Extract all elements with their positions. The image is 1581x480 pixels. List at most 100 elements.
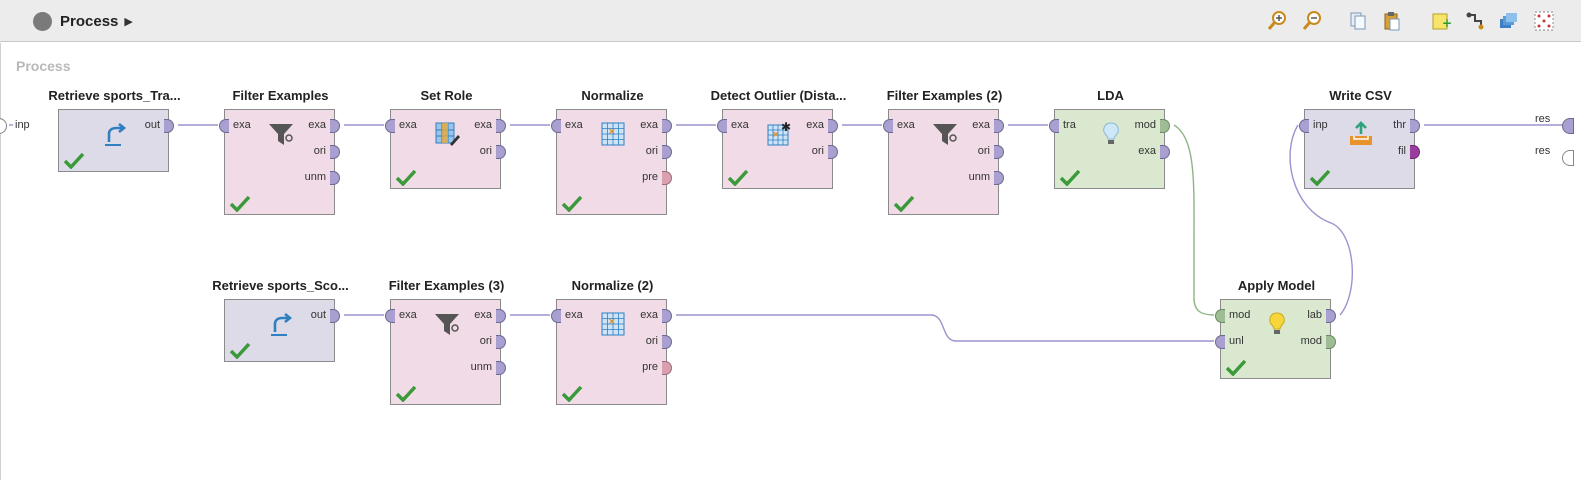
operator-detect-outlier[interactable]: Detect Outlier (Dista... ×✱ exa exa ori — [711, 88, 846, 189]
add-note-icon[interactable]: + — [1430, 10, 1452, 32]
port-label: tra — [1063, 119, 1076, 131]
operator-filter-examples-2[interactable]: Filter Examples (2) exa exa ori unm — [883, 88, 1004, 215]
process-icon — [33, 11, 52, 31]
svg-text:+: + — [1442, 16, 1452, 30]
breadcrumb-process[interactable]: Process ▶ — [33, 10, 133, 32]
zoom-in-icon[interactable] — [1266, 10, 1288, 32]
port-label: exa — [640, 119, 658, 131]
auto-wire-icon[interactable] — [1465, 10, 1487, 32]
port-label: exa — [565, 309, 583, 321]
port-label: exa — [806, 119, 824, 131]
port-out[interactable] — [496, 361, 506, 375]
port-out[interactable] — [164, 119, 174, 133]
port-label: exa — [1138, 145, 1156, 157]
port-label: inp — [1313, 119, 1328, 131]
port-label: pre — [642, 171, 658, 183]
process-canvas[interactable]: Process inp res res Retrieve sports_Tra.… — [0, 43, 1581, 480]
operator-title: Normalize — [581, 88, 644, 103]
wire-lda-applymodel[interactable] — [1173, 124, 1215, 316]
svg-text:×: × — [772, 130, 780, 140]
port-in[interactable] — [1215, 335, 1225, 349]
port-label: exa — [897, 119, 915, 131]
port-out[interactable] — [496, 119, 506, 133]
operator-title: Detect Outlier (Dista... — [710, 88, 847, 103]
layers-icon[interactable] — [1497, 10, 1519, 32]
result-port-1[interactable] — [1562, 118, 1574, 134]
port-out[interactable] — [994, 145, 1004, 159]
check-icon — [395, 385, 417, 402]
port-in[interactable] — [1215, 309, 1225, 323]
check-icon — [561, 385, 583, 402]
port-out[interactable] — [496, 335, 506, 349]
operator-write-csv[interactable]: Write CSV inp thr fil — [1299, 88, 1420, 189]
operator-title: Filter Examples (3) — [388, 278, 505, 293]
write-file-icon — [1350, 121, 1372, 145]
port-out[interactable] — [994, 171, 1004, 185]
port-out[interactable] — [828, 145, 838, 159]
port-label: exa — [474, 309, 492, 321]
port-in[interactable] — [385, 309, 395, 323]
port-out[interactable] — [330, 145, 340, 159]
port-in[interactable] — [551, 309, 561, 323]
port-out[interactable] — [496, 145, 506, 159]
port-out[interactable] — [1160, 119, 1170, 133]
operator-retrieve-score[interactable]: Retrieve sports_Sco... out — [212, 278, 349, 362]
port-out[interactable] — [1410, 119, 1420, 133]
port-label: out — [144, 119, 160, 131]
operator-filter-examples[interactable]: Filter Examples exa exa ori unm — [219, 88, 340, 215]
port-label: ori — [479, 145, 492, 157]
operator-normalize[interactable]: Normalize × exa exa ori pre — [551, 88, 672, 215]
fit-grid-icon[interactable] — [1533, 10, 1555, 32]
wire-normalize2-applymodel[interactable] — [676, 314, 1214, 342]
port-in[interactable] — [1299, 119, 1309, 133]
port-label: ori — [645, 335, 658, 347]
operator-lda[interactable]: LDA tra mod exa — [1049, 88, 1170, 189]
port-label: exa — [731, 119, 749, 131]
process-toolbar: Process ▶ + — [0, 0, 1581, 42]
port-in[interactable] — [717, 119, 727, 133]
port-in[interactable] — [883, 119, 893, 133]
port-out[interactable] — [662, 309, 672, 323]
port-out[interactable] — [1160, 145, 1170, 159]
port-out[interactable] — [330, 309, 340, 323]
port-in[interactable] — [551, 119, 561, 133]
port-out[interactable] — [828, 119, 838, 133]
wire-applymodel-writecsv[interactable] — [1289, 124, 1353, 316]
operator-retrieve-train[interactable]: Retrieve sports_Tra... out — [48, 88, 181, 172]
port-label: mod — [1134, 119, 1156, 131]
port-out[interactable] — [662, 361, 672, 375]
port-out[interactable] — [330, 171, 340, 185]
copy-icon[interactable] — [1347, 10, 1369, 32]
paste-icon[interactable] — [1381, 10, 1403, 32]
operator-apply-model[interactable]: Apply Model mod unl lab mod — [1215, 278, 1336, 379]
port-label: mod — [1300, 335, 1322, 347]
port-label: exa — [233, 119, 251, 131]
port-out[interactable] — [662, 335, 672, 349]
port-in[interactable] — [385, 119, 395, 133]
result-port-2[interactable] — [1562, 150, 1574, 166]
operator-set-role[interactable]: Set Role exa exa ori — [385, 88, 506, 189]
port-out[interactable] — [496, 309, 506, 323]
port-in[interactable] — [1049, 119, 1059, 133]
port-label: out — [310, 309, 326, 321]
port-out[interactable] — [994, 119, 1004, 133]
port-out[interactable] — [662, 171, 672, 185]
port-label: exa — [474, 119, 492, 131]
operator-normalize-2[interactable]: Normalize (2) × exa exa ori pre — [551, 278, 672, 405]
port-out[interactable] — [1410, 145, 1420, 159]
port-out[interactable] — [662, 145, 672, 159]
port-out[interactable] — [662, 119, 672, 133]
connection-layer — [9, 124, 1564, 342]
zoom-out-icon[interactable] — [1301, 10, 1323, 32]
retrieve-icon — [105, 122, 127, 146]
check-icon — [1309, 169, 1331, 186]
canvas-title: Process — [16, 58, 71, 74]
port-out[interactable] — [1326, 335, 1336, 349]
funnel-icon — [269, 124, 293, 145]
port-out[interactable] — [1326, 309, 1336, 323]
operator-filter-examples-3[interactable]: Filter Examples (3) exa exa ori unm — [385, 278, 506, 405]
operator-title: Retrieve sports_Tra... — [48, 88, 181, 103]
port-label: pre — [642, 361, 658, 373]
port-in[interactable] — [219, 119, 229, 133]
port-out[interactable] — [330, 119, 340, 133]
